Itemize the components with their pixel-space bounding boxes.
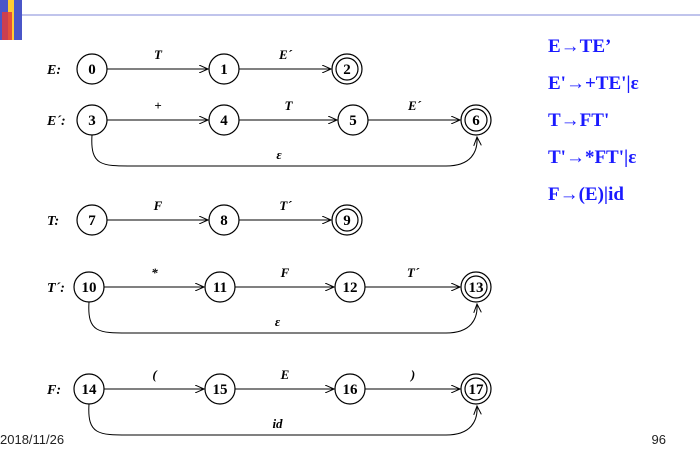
grammar-rule: F→(E)|id [548, 184, 624, 205]
state-circle [337, 104, 369, 136]
diagram-label: T: [47, 214, 59, 229]
edge-label: ) [410, 367, 415, 382]
state-circle [76, 104, 108, 136]
state-circle [208, 53, 240, 85]
state: 7 [76, 204, 108, 236]
epsilon-edge [88, 301, 477, 334]
final-state: 17 [460, 373, 492, 405]
slide-page-number: 96 [651, 432, 666, 447]
state-circle [76, 53, 108, 85]
transition-diagram-row: F: ( E) id 14 15 16 17 [46, 367, 492, 436]
slide-date: 2018/11/26 [0, 432, 65, 447]
state-number: 6 [472, 113, 480, 129]
grammar-rules: E→TE’ E'→+TE'|ε T→FT' T'→*FT'|ε F→(E)|id [548, 34, 639, 219]
edge-label: + [154, 98, 161, 113]
state-circle [334, 271, 366, 303]
state-number: 5 [349, 113, 357, 129]
edge-label: E´ [278, 47, 293, 62]
state-number: 4 [220, 113, 228, 129]
diagram-label: F: [46, 383, 61, 398]
state: 15 [204, 373, 236, 405]
epsilon-edge [88, 403, 477, 436]
final-state-inner-circle [464, 377, 488, 401]
state-circle [73, 271, 105, 303]
transition-diagram-row: T´: * F T´ ε 10 11 12 13 [47, 265, 492, 334]
edge-label: T´ [407, 265, 420, 280]
final-state: 9 [331, 204, 363, 236]
edge-label: F [153, 198, 163, 213]
state-number: 7 [88, 213, 96, 229]
edge-label: ε [276, 147, 282, 162]
state-number: 3 [88, 113, 96, 129]
grammar-rule: T→FT' [548, 110, 610, 131]
diagram-label: E´: [46, 114, 66, 129]
state-number: 0 [88, 62, 96, 78]
final-state-inner-circle [335, 57, 359, 81]
diagram-label: E: [46, 63, 61, 78]
state-circle [208, 204, 240, 236]
state-number: 14 [82, 382, 98, 398]
state-circle [73, 373, 105, 405]
edge-label: T [285, 98, 294, 113]
slide-title-decoration [0, 0, 700, 40]
state-number: 13 [469, 280, 484, 296]
state-circle [334, 373, 366, 405]
state-number: 2 [343, 62, 351, 78]
state: 0 [76, 53, 108, 85]
edge-label: E´ [407, 98, 422, 113]
epsilon-edge [91, 134, 477, 167]
edge-label: T´ [279, 198, 292, 213]
grammar-rule: E'→+TE'|ε [548, 73, 639, 94]
state-circle [208, 104, 240, 136]
state-number: 17 [469, 382, 485, 398]
state-circle [204, 271, 236, 303]
final-state: 6 [460, 104, 492, 136]
state-number: 8 [220, 213, 228, 229]
edge-label: F [280, 265, 290, 280]
state-number: 12 [343, 280, 358, 296]
state: 3 [76, 104, 108, 136]
final-state-inner-circle [464, 108, 488, 132]
state: 4 [208, 104, 240, 136]
grammar-rule: T'→*FT'|ε [548, 147, 637, 168]
final-state-inner-circle [464, 275, 488, 299]
diagram-label: T´: [47, 281, 65, 296]
state-number: 16 [343, 382, 359, 398]
state: 10 [73, 271, 105, 303]
transition-diagram-row: E: T E´ 0 1 2 [46, 47, 363, 85]
transition-diagram-row: T: F T´ 7 8 9 [47, 198, 363, 236]
edge-label: T [154, 47, 163, 62]
edge-label: ( [152, 367, 158, 382]
state-number: 11 [213, 280, 227, 296]
state: 11 [204, 271, 236, 303]
state-number: 10 [82, 280, 97, 296]
state-number: 9 [343, 213, 351, 229]
state: 16 [334, 373, 366, 405]
state: 14 [73, 373, 105, 405]
state: 1 [208, 53, 240, 85]
state: 12 [334, 271, 366, 303]
transition-diagram-row: E´: + T E´ ε 3 4 5 6 [46, 98, 492, 167]
final-state: 2 [331, 53, 363, 85]
state-circle [204, 373, 236, 405]
grammar-rule: E→TE’ [548, 36, 612, 57]
final-state: 13 [460, 271, 492, 303]
edge-label: id [272, 416, 283, 431]
edge-label: * [151, 265, 158, 280]
edge-label: ε [275, 314, 281, 329]
state-number: 1 [220, 62, 228, 78]
state: 8 [208, 204, 240, 236]
state-circle [76, 204, 108, 236]
state-number: 15 [213, 382, 228, 398]
edge-label: E [280, 367, 290, 382]
state: 5 [337, 104, 369, 136]
final-state-inner-circle [335, 208, 359, 232]
